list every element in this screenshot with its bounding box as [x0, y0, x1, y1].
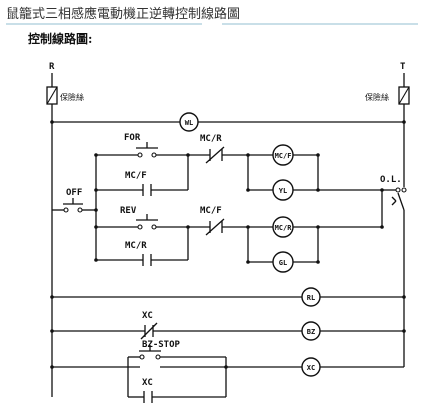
for-pushbutton	[136, 142, 158, 158]
svg-text:BZ: BZ	[307, 328, 315, 336]
mcf-hold-contact	[142, 184, 152, 196]
terminal-label-r: R	[49, 62, 55, 72]
fuse-label-right: 保險絲	[365, 92, 389, 102]
xc-nc-contact-label: XC	[142, 311, 153, 321]
xc-no-contact-label: XC	[142, 378, 153, 388]
mcr-interlock-contact-label: MC/R	[200, 134, 222, 144]
bz-buzzer: BZ	[301, 321, 321, 341]
wl-lamp: WL	[179, 112, 199, 132]
rl-lamp: RL	[301, 287, 321, 307]
yl-lamp: YL	[272, 179, 294, 201]
overload-contact-label: O.L.	[380, 175, 402, 185]
mcr-hold-contact-label: MC/R	[125, 241, 147, 251]
junction-dots	[50, 120, 406, 369]
section-title: 控制線路圖:	[28, 32, 93, 46]
title-divider	[222, 23, 418, 25]
mcr-hold-contact	[142, 254, 152, 266]
rev-pushbutton-label: REV	[120, 206, 137, 216]
svg-text:XC: XC	[307, 364, 315, 372]
fuse-label-left: 保險絲	[60, 92, 84, 102]
bz-stop-pushbutton	[139, 345, 161, 360]
svg-text:WL: WL	[185, 119, 193, 127]
mcr-interlock-contact	[205, 146, 225, 164]
svg-text:GL: GL	[279, 259, 287, 267]
svg-text:YL: YL	[279, 187, 287, 195]
mcf-coil: MC/F	[272, 144, 294, 166]
svg-text:MC/F: MC/F	[275, 152, 292, 160]
gl-lamp: GL	[272, 251, 294, 273]
xc-no-contact	[143, 391, 153, 403]
mcf-interlock-contact	[205, 218, 225, 236]
svg-text:MC/R: MC/R	[275, 224, 293, 232]
off-pushbutton	[63, 198, 83, 213]
for-pushbutton-label: FOR	[124, 133, 141, 143]
mcf-hold-contact-label: MC/F	[125, 171, 147, 181]
xc-coil: XC	[301, 357, 321, 377]
terminal-label-t: T	[400, 62, 406, 72]
fuse-right	[398, 86, 410, 105]
svg-text:RL: RL	[307, 294, 315, 302]
mcr-coil: MC/R	[272, 216, 294, 238]
main-wiring	[51, 73, 405, 398]
bz-stop-pushbutton-label: BZ-STOP	[142, 340, 181, 350]
title-divider	[6, 23, 202, 25]
xc-nc-contact	[140, 322, 158, 340]
overload-contact	[391, 187, 407, 211]
fuse-left	[46, 86, 58, 105]
mcf-interlock-contact-label: MC/F	[200, 206, 222, 216]
rev-pushbutton	[136, 214, 158, 230]
page-title: 鼠籠式三相感應電動機正逆轉控制線路圖	[6, 7, 241, 22]
off-pushbutton-label: OFF	[66, 188, 82, 198]
